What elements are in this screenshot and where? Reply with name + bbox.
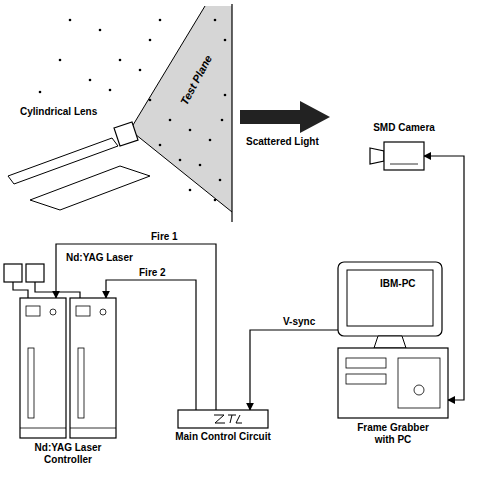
particle-dot	[89, 79, 92, 82]
laser-head	[26, 264, 44, 282]
particle-dot	[199, 164, 202, 167]
light-label: Scattered Light	[246, 136, 319, 148]
controller-slot	[78, 348, 84, 418]
node-shape	[384, 142, 424, 170]
particle-dot	[179, 159, 182, 162]
control-circuit-node: Main Control Circuit	[178, 410, 268, 428]
laser-sheet	[130, 6, 232, 212]
drive-slot	[346, 374, 386, 384]
controller-knob	[100, 309, 106, 315]
controller-panel	[76, 306, 90, 316]
test-plane-line	[231, 4, 232, 222]
monitor-case	[338, 262, 442, 336]
drive-slot	[346, 358, 386, 368]
node-shape	[178, 410, 268, 428]
scattered-light-arrow	[240, 101, 330, 133]
particle-dot	[214, 19, 217, 22]
laser-head	[4, 264, 22, 282]
laser-housing	[8, 138, 118, 184]
particle-dot	[119, 59, 122, 62]
particle-dot	[149, 39, 152, 42]
signal-label: Fire 1	[150, 231, 179, 243]
particle-dot	[139, 69, 142, 72]
particle-dot	[189, 189, 192, 192]
cylindrical-lens	[114, 122, 138, 146]
node-shape	[20, 298, 116, 438]
particle-dot	[99, 29, 102, 32]
laser-head-node: Nd:YAG Laser	[4, 264, 44, 282]
controller-tower	[20, 298, 66, 438]
controller-slot	[28, 348, 34, 418]
laser-base	[30, 166, 150, 210]
pc-node: IBM-PCFrame Grabber with PC	[338, 262, 448, 418]
particle-dot	[109, 89, 112, 92]
monitor-stand	[374, 336, 406, 348]
controller-tower	[70, 298, 116, 438]
particle-dot	[221, 119, 224, 122]
particle-dot	[59, 59, 62, 62]
particle-dot	[214, 199, 217, 202]
controller-panel	[26, 306, 40, 316]
laser-cable	[35, 282, 80, 298]
signal-connector	[13, 282, 28, 298]
pc-label: Frame Grabber with PC	[348, 422, 438, 446]
screen-label: IBM-PC	[378, 278, 418, 290]
controller-detail	[20, 428, 66, 429]
particle-dot	[224, 39, 227, 42]
lens-label: Cylindrical Lens	[20, 106, 97, 118]
particle-dot	[69, 19, 72, 22]
laser-label: Nd:YAG Laser	[66, 252, 133, 264]
camera-lens	[370, 148, 384, 164]
particle-dot	[209, 139, 212, 142]
camera-label: SMD Camera	[373, 122, 435, 134]
signal-label: V-sync	[282, 316, 316, 328]
monitor-screen	[347, 270, 433, 326]
controller-label: Nd:YAG Laser Controller	[13, 442, 123, 466]
camera-node: SMD Camera	[384, 142, 424, 170]
sheet-edge	[130, 6, 205, 130]
particle-dot	[159, 19, 162, 22]
particle-dot	[189, 129, 192, 132]
particle-dot	[39, 91, 42, 94]
node-shape	[4, 264, 44, 282]
sheet-edge	[130, 130, 232, 212]
control-label: Main Control Circuit	[175, 431, 271, 443]
signal-connector	[250, 330, 338, 410]
circuit-logo	[214, 415, 242, 423]
particle-dot	[169, 119, 172, 122]
laser-controller-node: Nd:YAG Laser Controller	[20, 298, 116, 438]
particle-dot	[149, 99, 152, 102]
controller-detail	[70, 428, 116, 429]
particle-dot	[224, 94, 227, 97]
pc-case	[338, 348, 448, 418]
controller-knob	[50, 309, 56, 315]
camera-body	[384, 142, 424, 170]
camera-detail	[390, 164, 418, 165]
signal-label: Fire 2	[138, 267, 167, 279]
front-panel	[398, 358, 440, 408]
particle-dot	[219, 179, 222, 182]
power-button	[414, 385, 424, 395]
particle-dot	[159, 144, 162, 147]
signal-connector	[106, 280, 196, 410]
control-box	[178, 410, 268, 428]
